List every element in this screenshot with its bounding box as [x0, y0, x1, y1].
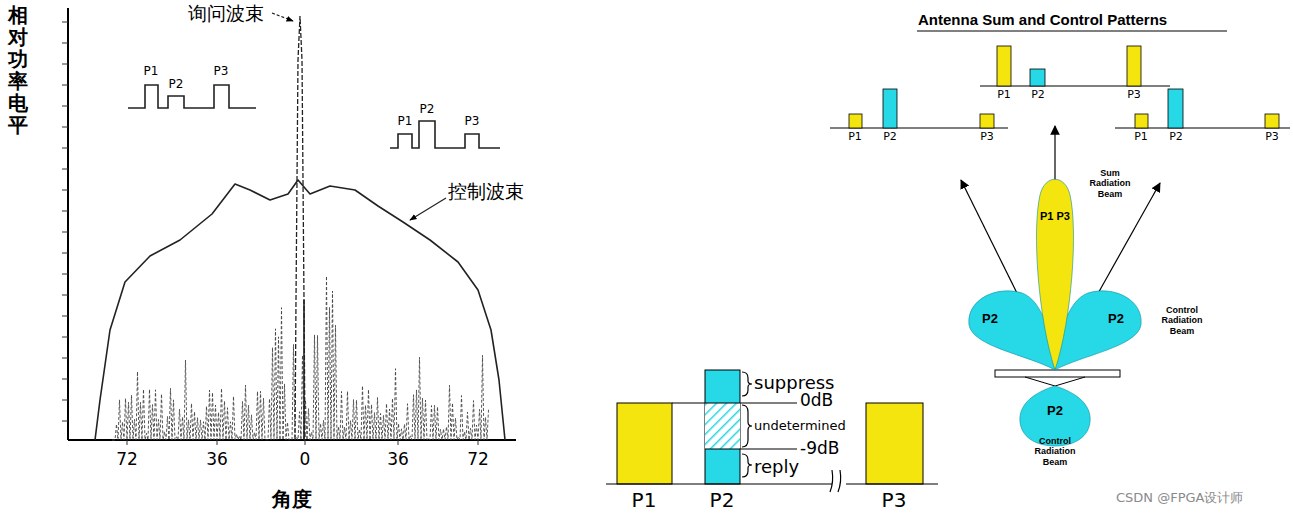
beam-label: 控制波束	[448, 179, 524, 205]
leader-line	[272, 13, 293, 21]
lobe-outline	[1030, 168, 1140, 373]
beam-caption: Control Radiation Beam	[1025, 436, 1085, 467]
beam-caption: Sum Radiation Beam	[1082, 168, 1138, 199]
control-beam: P2Control Radiation Beam	[1010, 378, 1100, 478]
antenna-diagram	[830, 31, 1290, 386]
p1-pulse	[617, 403, 672, 484]
antenna-plate	[995, 370, 1120, 377]
sum-beam: P1 P3 Sum Radiation Beam	[1030, 168, 1140, 373]
zone-label: suppress	[754, 372, 834, 393]
axis-title: 相对功率电平	[8, 4, 28, 136]
leader-line	[410, 198, 446, 220]
pulse-label: P2	[1047, 404, 1063, 419]
pulse-label: P1	[1134, 130, 1148, 143]
beam-chart	[62, 8, 516, 445]
zone-label: undetermined	[754, 418, 846, 433]
pulse-label: P2	[710, 488, 735, 512]
pulse-label: P3	[214, 64, 229, 78]
pulse-label: P3	[980, 130, 994, 143]
level-label: 0dB	[800, 390, 833, 410]
pulse-label: P1	[144, 64, 159, 78]
pulse-label: P2	[883, 130, 897, 143]
control-beam-curve	[95, 180, 505, 440]
tick-label: 72	[116, 449, 138, 469]
y-axis	[67, 8, 69, 440]
pulse-label: P1	[997, 88, 1011, 101]
pulse-label: P3	[882, 488, 907, 512]
antenna-feed	[1025, 377, 1085, 386]
brace	[742, 372, 752, 396]
sidelobe-spikes	[112, 276, 489, 440]
axis-title: 角度	[272, 486, 312, 513]
brace	[742, 454, 752, 477]
beam-label: 询问波束	[188, 1, 264, 27]
level-line	[672, 402, 797, 403]
pulse-label: P2	[982, 312, 998, 327]
time-axis	[846, 483, 938, 484]
tick-label: 36	[206, 449, 228, 469]
pulse-label: P1	[632, 488, 657, 512]
tick-label: 0	[300, 449, 311, 469]
pulse-label: P3	[465, 114, 480, 128]
pulse-label: P2	[420, 102, 435, 116]
pulse-label: P2	[1169, 130, 1183, 143]
pulse-label: P1 P3	[1040, 210, 1070, 223]
title-underline	[917, 31, 1227, 32]
interrogation-beam	[295, 16, 305, 440]
level-label: -9dB	[800, 438, 839, 458]
tick-label: 36	[387, 449, 409, 469]
axis-ticks	[62, 22, 478, 445]
pulse-label: P3	[1265, 130, 1279, 143]
time-axis	[606, 483, 832, 484]
undetermined-band	[705, 403, 740, 449]
watermark: CSDN @FPGA设计师	[1116, 489, 1243, 507]
p2-pulse	[705, 370, 740, 484]
pulse-sketch	[128, 85, 256, 108]
pulse-label: P1	[848, 130, 862, 143]
suppression-diagram	[606, 370, 938, 492]
control-beam: P2 Control Radiation Beam	[1050, 285, 1210, 375]
pulse-label: P1	[398, 114, 413, 128]
level-line	[705, 448, 797, 449]
axis-break	[830, 470, 841, 492]
pulse-label: P2	[1031, 88, 1045, 101]
beam-axis	[303, 300, 305, 440]
beam-caption: Control Radiation Beam	[1154, 305, 1210, 336]
pulse-label: P2	[1108, 312, 1124, 327]
pulse-label: P2	[169, 77, 184, 91]
brace	[742, 405, 752, 447]
diagram-title: Antenna Sum and Control Patterns	[918, 11, 1167, 28]
p3-pulse	[866, 403, 923, 484]
zone-label: reply	[754, 456, 799, 477]
tick-label: 72	[467, 449, 489, 469]
pulse-label: P3	[1127, 88, 1141, 101]
